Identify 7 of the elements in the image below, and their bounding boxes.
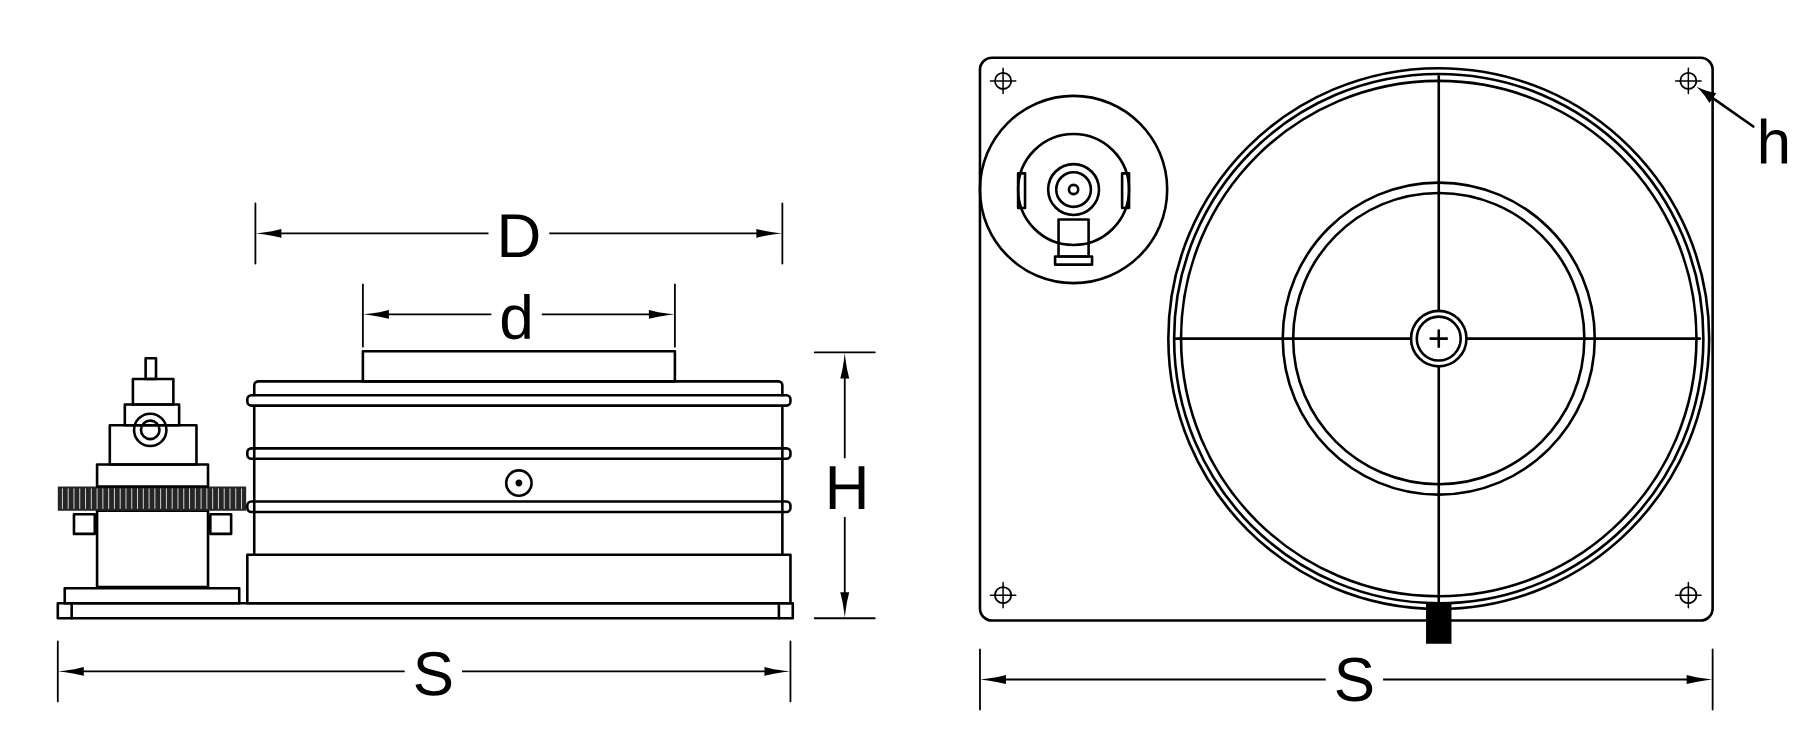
dimension-label: S (404, 643, 463, 704)
mounting-hole (1674, 67, 1702, 95)
dimension-label: S (1325, 649, 1384, 710)
dimension-label: D (488, 206, 550, 265)
dimension-label: d (491, 285, 542, 348)
dimension-label: h (1760, 118, 1788, 164)
dimension-label: H (816, 458, 878, 517)
